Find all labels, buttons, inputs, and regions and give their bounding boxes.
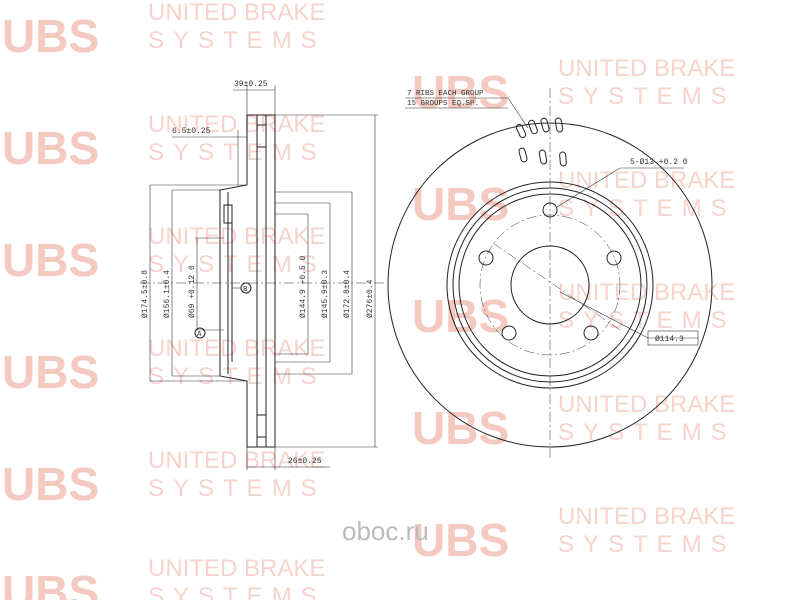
watermark-tile: UBS UNITED BRAKE SYSTEMS bbox=[2, 111, 326, 174]
watermark-ubs: UBS bbox=[2, 10, 99, 62]
bolt-hole bbox=[478, 250, 494, 266]
watermark-ubs: UBS bbox=[2, 122, 99, 174]
watermark-line1: UNITED BRAKE bbox=[558, 503, 735, 530]
rib-slot bbox=[538, 149, 548, 165]
dim-d156: Ø156.1±0.4 bbox=[163, 270, 172, 318]
disc-outer-circle bbox=[387, 122, 713, 448]
dim-d276: Ø276±0.4 bbox=[366, 279, 375, 318]
watermark-ubs: UBS bbox=[2, 566, 99, 600]
watermark-line2: SYSTEMS bbox=[148, 583, 326, 600]
watermark-tile: UBS UNITED BRAKE SYSTEMS bbox=[2, 447, 326, 510]
bolt-hole-leader bbox=[556, 167, 684, 208]
watermark-line1: UNITED BRAKE bbox=[148, 111, 325, 138]
watermark-ubs: UBS bbox=[412, 514, 509, 566]
dim-hub-height: 26±0.25 bbox=[288, 457, 322, 466]
dim-d174: Ø174.5±0.8 bbox=[141, 270, 150, 318]
rib-slot bbox=[559, 151, 567, 167]
watermark-tile: UBS UNITED BRAKE SYSTEMS bbox=[2, 0, 326, 62]
watermark-line2: SYSTEMS bbox=[558, 195, 736, 222]
watermark-tile: UBS UNITED BRAKE SYSTEMS bbox=[412, 55, 736, 118]
watermark-line1: UNITED BRAKE bbox=[148, 447, 325, 474]
watermark-line1: UNITED BRAKE bbox=[148, 335, 325, 362]
watermark-line2: SYSTEMS bbox=[558, 419, 736, 446]
site-brand-name: oboc.ru bbox=[342, 516, 429, 546]
ribs-note-line1: 7 RIBS EACH GROUP bbox=[407, 90, 484, 98]
ribs-note-line2: 15 GROUPS EQ.SP. bbox=[407, 100, 479, 108]
watermark-line1: UNITED BRAKE bbox=[148, 555, 325, 582]
watermark-line2: SYSTEMS bbox=[148, 363, 326, 390]
vent-slot bbox=[256, 414, 267, 438]
pcd-box bbox=[647, 330, 699, 346]
hub-step bbox=[223, 204, 233, 224]
diagonal-center-line bbox=[492, 242, 621, 331]
watermark-ubs: UBS bbox=[412, 402, 509, 454]
rib-slot bbox=[518, 147, 528, 163]
dim-d172: Ø172.8±0.4 bbox=[343, 270, 352, 318]
vent-slot bbox=[256, 124, 267, 148]
ribs-note-leader bbox=[405, 97, 529, 129]
dim-d145: Ø145.9±0.3 bbox=[321, 270, 330, 318]
watermark-ubs: UBS bbox=[2, 458, 99, 510]
watermark-line2: SYSTEMS bbox=[148, 27, 326, 54]
watermark-tile: UBS UNITED BRAKE SYSTEMS bbox=[2, 335, 326, 398]
bolt-hole bbox=[583, 325, 599, 341]
watermark-line1: UNITED BRAKE bbox=[148, 223, 325, 250]
watermark-ubs: UBS bbox=[412, 290, 509, 342]
datum-b-label: B bbox=[243, 286, 248, 294]
rib-group bbox=[515, 117, 567, 167]
watermark-line2: SYSTEMS bbox=[558, 83, 736, 110]
dim-hat-thickness: 6.5±0.25 bbox=[172, 127, 211, 136]
watermark-ubs: UBS bbox=[412, 178, 509, 230]
watermark-line2: SYSTEMS bbox=[148, 475, 326, 502]
watermark-line1: UNITED BRAKE bbox=[148, 0, 325, 26]
pcd-value: Ø114.3 bbox=[655, 335, 684, 344]
front-view: 7 RIBS EACH GROUP 15 GROUPS EQ.SP. 5-Ø13… bbox=[387, 88, 713, 460]
watermark-line2: SYSTEMS bbox=[148, 139, 326, 166]
watermark-tile: UBS UNITED BRAKE SYSTEMS bbox=[2, 223, 325, 286]
watermark-tile: UBS UNITED BRAKE SYSTEMS bbox=[412, 391, 736, 454]
rib-slot bbox=[515, 123, 527, 139]
watermark-tile: UBS UNITED BRAKE SYSTEMS bbox=[412, 279, 735, 342]
datum-marker-a bbox=[194, 327, 206, 339]
watermark-line2: SYSTEMS bbox=[558, 531, 736, 558]
site-brand: oboc.ru bbox=[342, 516, 429, 546]
dim-d144: Ø144.9 +0.5 0 bbox=[299, 255, 308, 318]
watermark-ubs: UBS bbox=[2, 234, 99, 286]
rib-slot bbox=[554, 117, 564, 133]
watermark-tile: UBS UNITED BRAKE SYSTEMS bbox=[412, 503, 736, 566]
watermark-logo: UBS UNITED BRAKE SYSTEMS UBS UNITED BRAK… bbox=[2, 0, 736, 600]
watermark-ubs: UBS bbox=[2, 346, 99, 398]
bolt-hole bbox=[606, 250, 622, 266]
watermark-line1: UNITED BRAKE bbox=[558, 55, 735, 82]
datum-a-label: A bbox=[197, 331, 202, 339]
watermark-tile: UBS UNITED BRAKE SYSTEMS bbox=[2, 555, 326, 600]
rib-slot bbox=[540, 117, 550, 133]
side-view: 39±0.25 6.5±0.25 26±0.25 Ø174.5±0.8 Ø156… bbox=[140, 80, 385, 470]
dim-overall-width: 39±0.25 bbox=[234, 80, 268, 89]
bolt-hole-spec: 5-Ø13 +0.2 0 bbox=[630, 158, 688, 167]
watermark-line1: UNITED BRAKE bbox=[558, 391, 735, 418]
rib-slot bbox=[528, 119, 538, 135]
dim-d69: Ø69 +0.12 0 bbox=[188, 265, 197, 318]
watermark-ubs: UBS bbox=[412, 66, 509, 118]
bolt-hole bbox=[501, 325, 517, 341]
